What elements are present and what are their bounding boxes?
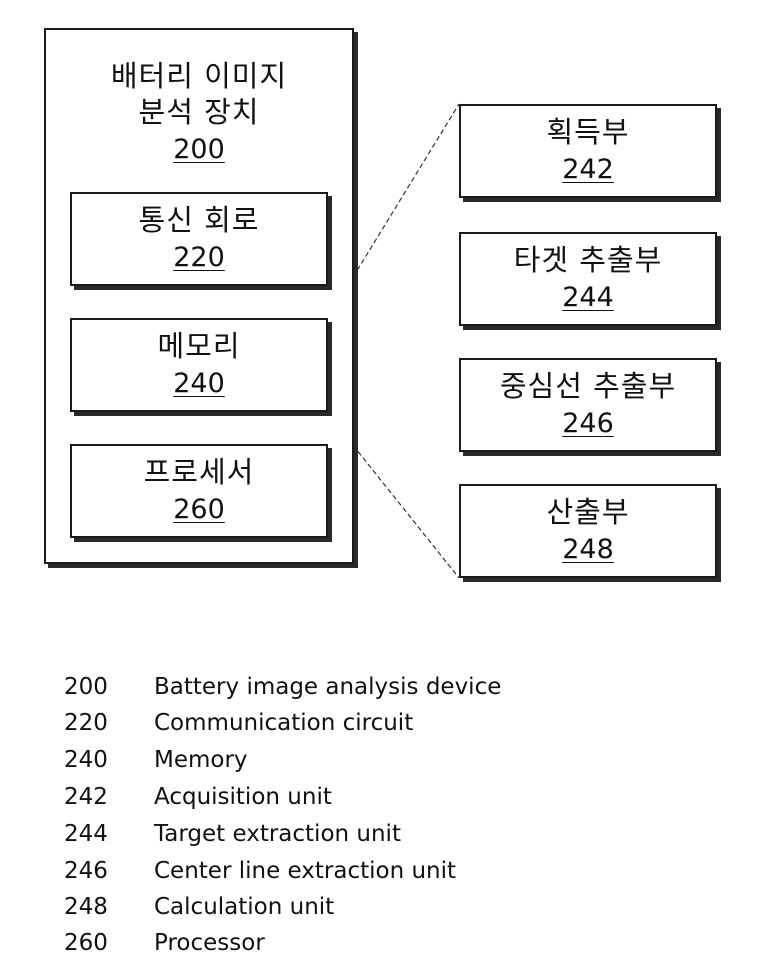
legend-code: 244 [64,819,108,849]
center-line-extraction-unit-label: 중심선 추출부 [461,368,715,404]
communication-circuit-label: 통신 회로 [72,202,326,238]
legend-code: 242 [64,782,108,812]
processor-label: 프로세서 [72,454,326,490]
acquisition-unit-box: 획득부 242 [459,104,717,198]
legend-text: Memory [154,745,248,775]
legend-code: 240 [64,745,108,775]
legend-code: 200 [64,672,108,702]
device-title-line2: 분석 장치 [46,94,352,130]
legend-code: 248 [64,892,108,922]
memory-number: 240 [72,368,326,400]
legend-text: Calculation unit [154,892,334,922]
calculation-unit-label: 산출부 [461,494,715,530]
memory-box: 메모리 240 [70,318,328,412]
legend-text: Acquisition unit [154,782,332,812]
device-number: 200 [46,134,352,166]
legend-text: Target extraction unit [154,819,401,849]
acquisition-unit-number: 242 [461,154,715,186]
legend-code: 260 [64,928,108,958]
legend-text: Center line extraction unit [154,856,456,886]
processor-number: 260 [72,494,326,526]
legend-text: Communication circuit [154,708,413,738]
center-line-extraction-unit-number: 246 [461,408,715,440]
center-line-extraction-unit-box: 중심선 추출부 246 [459,358,717,452]
calculation-unit-number: 248 [461,534,715,566]
target-extraction-unit-label: 타겟 추출부 [461,242,715,278]
device-title-line1: 배터리 이미지 [46,58,352,94]
processor-box: 프로세서 260 [70,444,328,538]
legend-code: 246 [64,856,108,886]
legend-code: 220 [64,708,108,738]
memory-label: 메모리 [72,328,326,364]
legend-text: Processor [154,928,265,958]
acquisition-unit-label: 획득부 [461,114,715,150]
communication-circuit-number: 220 [72,242,326,274]
target-extraction-unit-box: 타겟 추출부 244 [459,232,717,326]
calculation-unit-box: 산출부 248 [459,484,717,578]
communication-circuit-box: 통신 회로 220 [70,192,328,286]
target-extraction-unit-number: 244 [461,282,715,314]
legend-text: Battery image analysis device [154,672,501,702]
